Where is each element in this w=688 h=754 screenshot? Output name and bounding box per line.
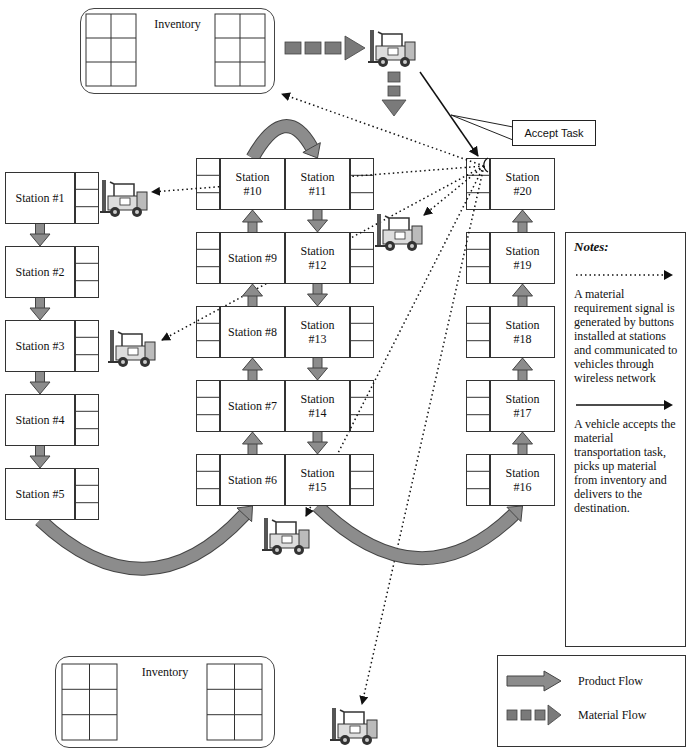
product-flow-sample bbox=[506, 670, 562, 692]
station-box: Station #12 bbox=[285, 232, 350, 284]
station-box: Station #13 bbox=[285, 306, 350, 358]
station-side-cells bbox=[75, 159, 490, 520]
product-flow-arrow bbox=[513, 358, 533, 380]
product-flow-arrow bbox=[513, 432, 533, 454]
product-flow-arrow bbox=[308, 432, 328, 454]
station-label: Station #19 bbox=[498, 244, 548, 272]
product-flow-arrow bbox=[30, 224, 50, 246]
station-label: Station #3 bbox=[15, 339, 64, 353]
product-flow-arrow bbox=[243, 432, 263, 454]
signal-lines bbox=[152, 94, 484, 704]
inventory-box: Inventory bbox=[80, 8, 275, 94]
accept-task-arrow bbox=[420, 72, 513, 156]
product-flow-arrow bbox=[30, 298, 50, 320]
station-label: Station #6 bbox=[228, 473, 277, 487]
product-flow-arrow bbox=[308, 210, 328, 232]
station-label: Station #14 bbox=[293, 392, 343, 420]
station-label: Station #15 bbox=[293, 466, 343, 494]
station-label: Station #2 bbox=[15, 265, 64, 279]
legend-text: Product Flow bbox=[578, 674, 643, 689]
station-box: Station #1 bbox=[5, 172, 75, 224]
station-label: Station #7 bbox=[228, 399, 277, 413]
station-label: Station #10 bbox=[228, 170, 278, 198]
station-label: Station #5 bbox=[15, 487, 64, 501]
product-flow-arrow bbox=[30, 372, 50, 394]
station-label: Station #17 bbox=[498, 392, 548, 420]
station-label: Station #12 bbox=[293, 244, 343, 272]
station-box: Station #5 bbox=[5, 468, 75, 520]
station-box: Station #16 bbox=[490, 454, 555, 506]
inventory-label: Inventory bbox=[140, 665, 191, 679]
product-flow-arrow bbox=[253, 126, 321, 158]
station-label: Station #11 bbox=[293, 170, 343, 198]
product-flow-arrow bbox=[308, 284, 328, 306]
station-label: Station #13 bbox=[293, 318, 343, 346]
product-flow-arrow bbox=[513, 210, 533, 232]
inventory-box: Inventory bbox=[55, 656, 275, 748]
task-arrow-sample bbox=[574, 399, 674, 411]
station-box: Station #17 bbox=[490, 380, 555, 432]
station-box: Station #9 bbox=[220, 232, 285, 284]
product-flow-arrow bbox=[243, 210, 263, 232]
product-flow-arrow bbox=[318, 506, 523, 558]
station-box: Station #6 bbox=[220, 454, 285, 506]
station-label: Station #18 bbox=[498, 318, 548, 346]
callout-box: Accept Task bbox=[512, 120, 596, 146]
station-box: Station #14 bbox=[285, 380, 350, 432]
station-box: Station #15 bbox=[285, 454, 350, 506]
signal-line-sample bbox=[574, 269, 674, 281]
station-label: Station #8 bbox=[228, 325, 277, 339]
legend-text: A material requirement signal is generat… bbox=[574, 287, 679, 385]
station-box: Station #7 bbox=[220, 380, 285, 432]
station-box: Station #11 bbox=[285, 158, 350, 210]
legend-text: Material Flow bbox=[578, 708, 646, 723]
legend-text: A vehicle accepts the material transport… bbox=[574, 417, 679, 515]
callout-label: Accept Task bbox=[524, 127, 583, 139]
station-box: Station #18 bbox=[490, 306, 555, 358]
inventory-shelves bbox=[62, 14, 265, 740]
station-box: Station #4 bbox=[5, 394, 75, 446]
station-box: Station #2 bbox=[5, 246, 75, 298]
station-box: Station #8 bbox=[220, 306, 285, 358]
notes-heading: Notes: bbox=[574, 239, 679, 255]
station-label: Station #1 bbox=[15, 191, 64, 205]
station-label: Station #9 bbox=[228, 251, 277, 265]
product-flow-arrow bbox=[243, 284, 263, 306]
inventory-label: Inventory bbox=[152, 17, 203, 31]
forklift-vehicles bbox=[100, 30, 422, 745]
station-label: Station #4 bbox=[15, 413, 64, 427]
station-box: Station #20 bbox=[490, 158, 555, 210]
legend-box: Product Flow Material Flow bbox=[497, 655, 686, 747]
material-flow-sample bbox=[506, 704, 562, 726]
station-box: Station #3 bbox=[5, 320, 75, 372]
notes-panel: Notes: A material requirement signal is … bbox=[565, 232, 686, 647]
product-flow-arrow bbox=[513, 284, 533, 306]
station-label: Station #20 bbox=[498, 170, 548, 198]
product-flow-arrow bbox=[308, 358, 328, 380]
station-box: Station #10 bbox=[220, 158, 285, 210]
product-flow-arrow bbox=[243, 358, 263, 380]
station-box: Station #19 bbox=[490, 232, 555, 284]
station-label: Station #16 bbox=[498, 466, 548, 494]
product-flow-arrow bbox=[30, 446, 50, 468]
